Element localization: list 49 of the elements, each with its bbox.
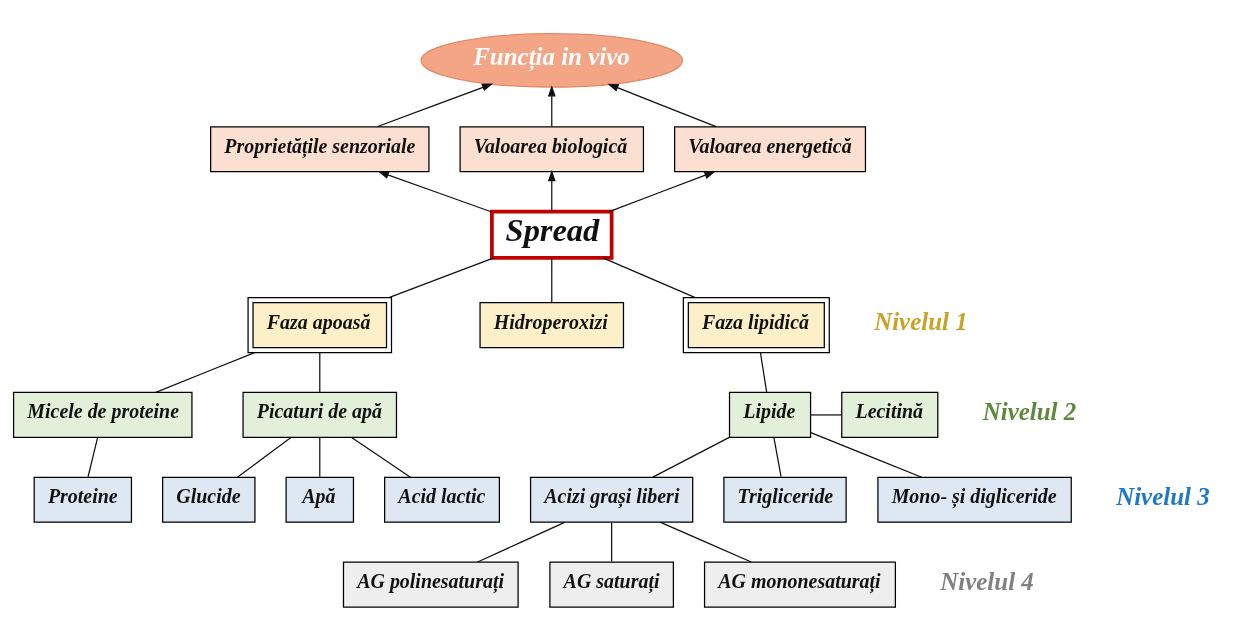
- connector: [319, 436, 321, 477]
- node-ellipse: Funcția in vivo: [420, 32, 684, 88]
- arrow: [607, 83, 717, 127]
- connector: [237, 436, 292, 478]
- node-box: Lipide: [728, 391, 812, 438]
- arrow: [547, 84, 556, 127]
- node-box: AG mononesaturați: [703, 561, 896, 608]
- connector: [611, 521, 613, 562]
- node-box: Acizi grași liberi: [529, 476, 694, 523]
- connector: [810, 431, 923, 478]
- node-box: Acid lactic: [384, 476, 500, 523]
- connector: [660, 521, 752, 563]
- connector: [87, 436, 99, 477]
- node-box: Faza apoasă: [247, 296, 393, 353]
- node-box: Mono- și digliceride: [877, 476, 1072, 523]
- arrow: [547, 169, 556, 212]
- connector: [602, 256, 696, 298]
- connector: [388, 256, 495, 298]
- node-box: AG saturați: [549, 561, 674, 608]
- node-box: Valoarea biologică: [459, 125, 645, 172]
- arrow: [377, 170, 493, 213]
- connector: [652, 436, 730, 478]
- node-box: Micele de proteine: [12, 391, 193, 438]
- connector: [773, 436, 782, 477]
- arrow: [608, 170, 716, 212]
- node-box: Faza lipidică: [682, 296, 830, 353]
- arrow: [376, 83, 494, 127]
- node-box: Lecitină: [841, 391, 939, 438]
- connector: [759, 351, 768, 393]
- label: Nivelul 3: [1116, 482, 1210, 510]
- label: Nivelul 1: [874, 307, 968, 335]
- node-box: Hidroperoxizi: [479, 301, 625, 348]
- connector: [551, 257, 553, 303]
- node-box: Glucide: [162, 476, 256, 523]
- label: Nivelul 2: [982, 397, 1077, 425]
- node-box: Proteine: [33, 476, 133, 523]
- connector: [319, 351, 321, 393]
- connector: [810, 413, 843, 416]
- node-box: Proprietățile senzoriale: [210, 125, 430, 172]
- node-box: Valoarea energetică: [674, 125, 867, 172]
- connector: [350, 436, 411, 478]
- connector: [476, 521, 566, 563]
- node-box: AG polinesaturați: [342, 561, 519, 608]
- node-box: Picaturi de apă: [242, 391, 398, 438]
- label: Nivelul 4: [940, 567, 1034, 595]
- node-box: Trigliceride: [723, 476, 847, 523]
- connector: [155, 351, 256, 393]
- node-box: Spread: [490, 209, 614, 260]
- node-box: Apă: [285, 476, 355, 523]
